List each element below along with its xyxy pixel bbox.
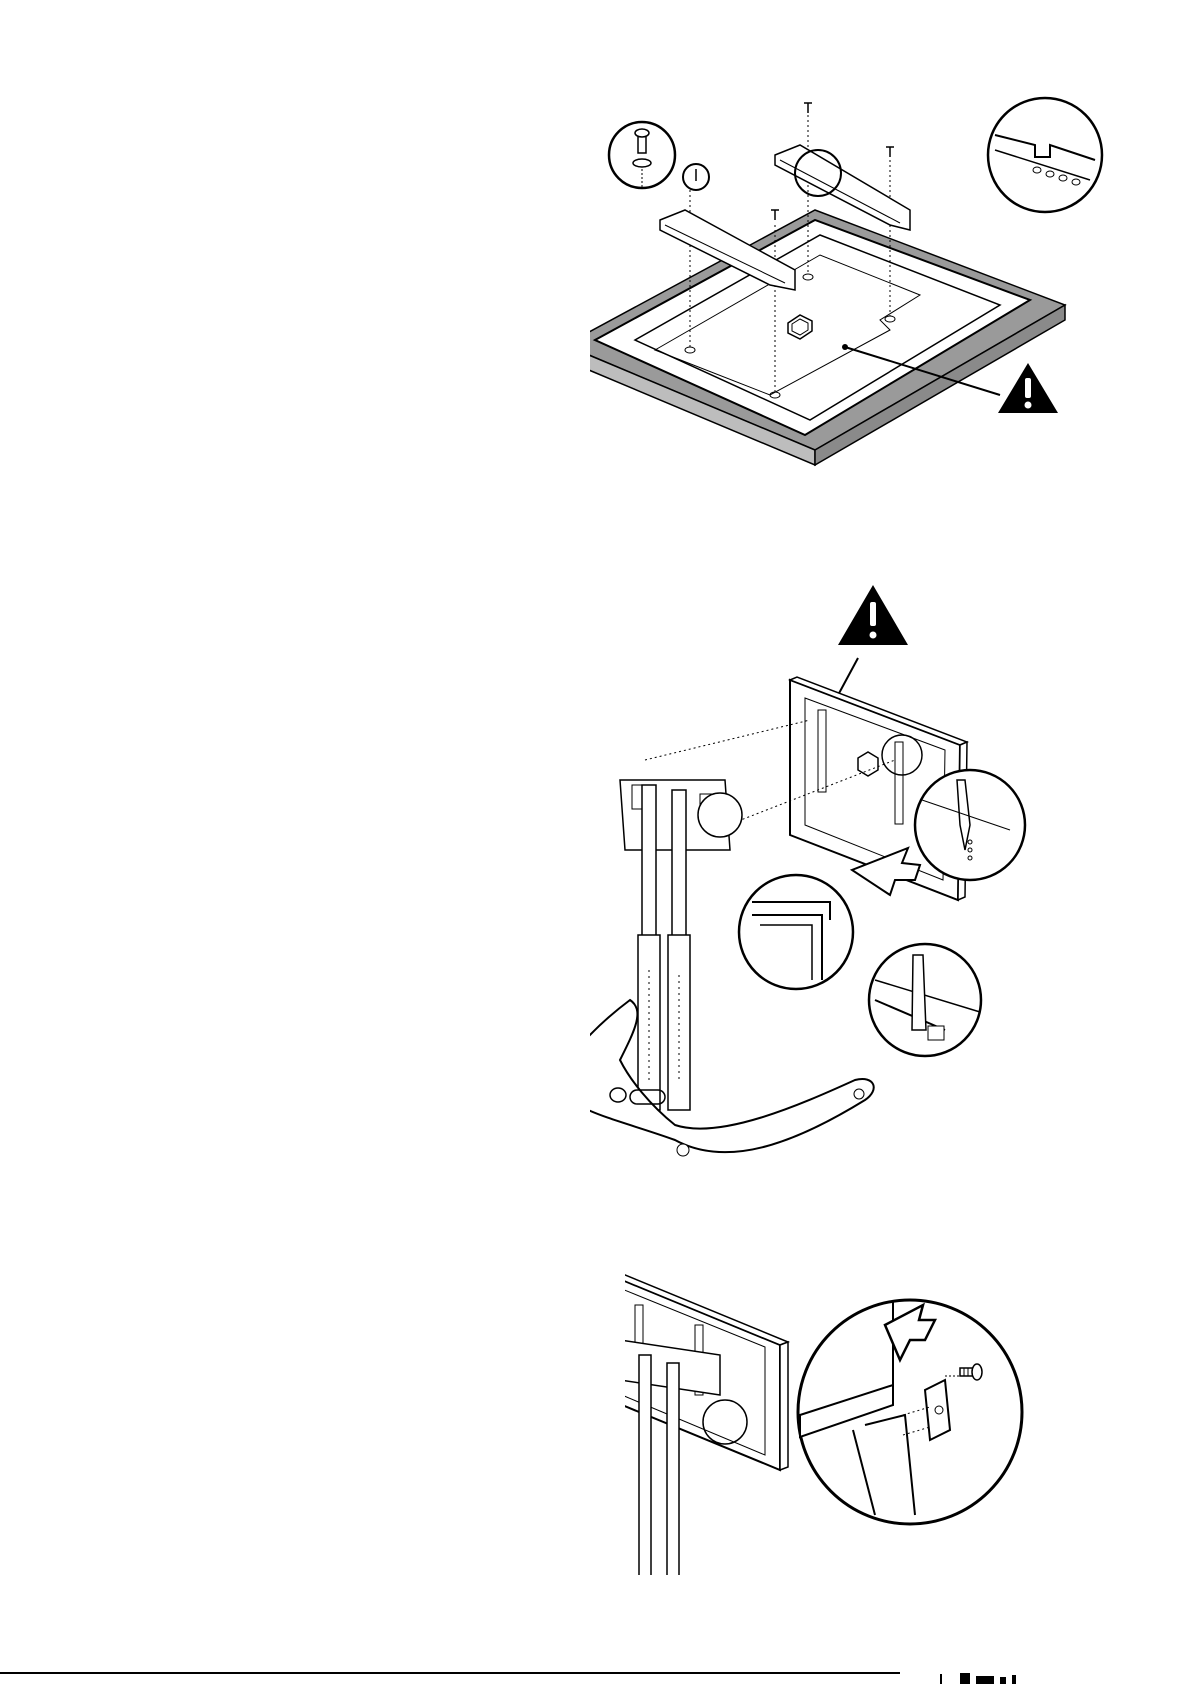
magnifier-detail-icon xyxy=(869,944,981,1056)
figure-step-1-attach-rails xyxy=(590,95,1110,500)
footer-mark xyxy=(940,1671,1060,1684)
magnifier-detail-icon xyxy=(915,770,1025,880)
warning-icon xyxy=(838,585,908,645)
figure-step-3-secure-screw xyxy=(625,1265,1105,1575)
footer-rule xyxy=(0,1672,900,1674)
magnifier-detail-icon xyxy=(739,875,853,989)
mounting-rail-right xyxy=(775,145,910,230)
stand-base xyxy=(590,1000,874,1156)
magnifier-detail-icon xyxy=(609,122,709,190)
figure-step-2-hang-screen xyxy=(590,580,1115,1240)
warning-icon xyxy=(998,363,1058,413)
